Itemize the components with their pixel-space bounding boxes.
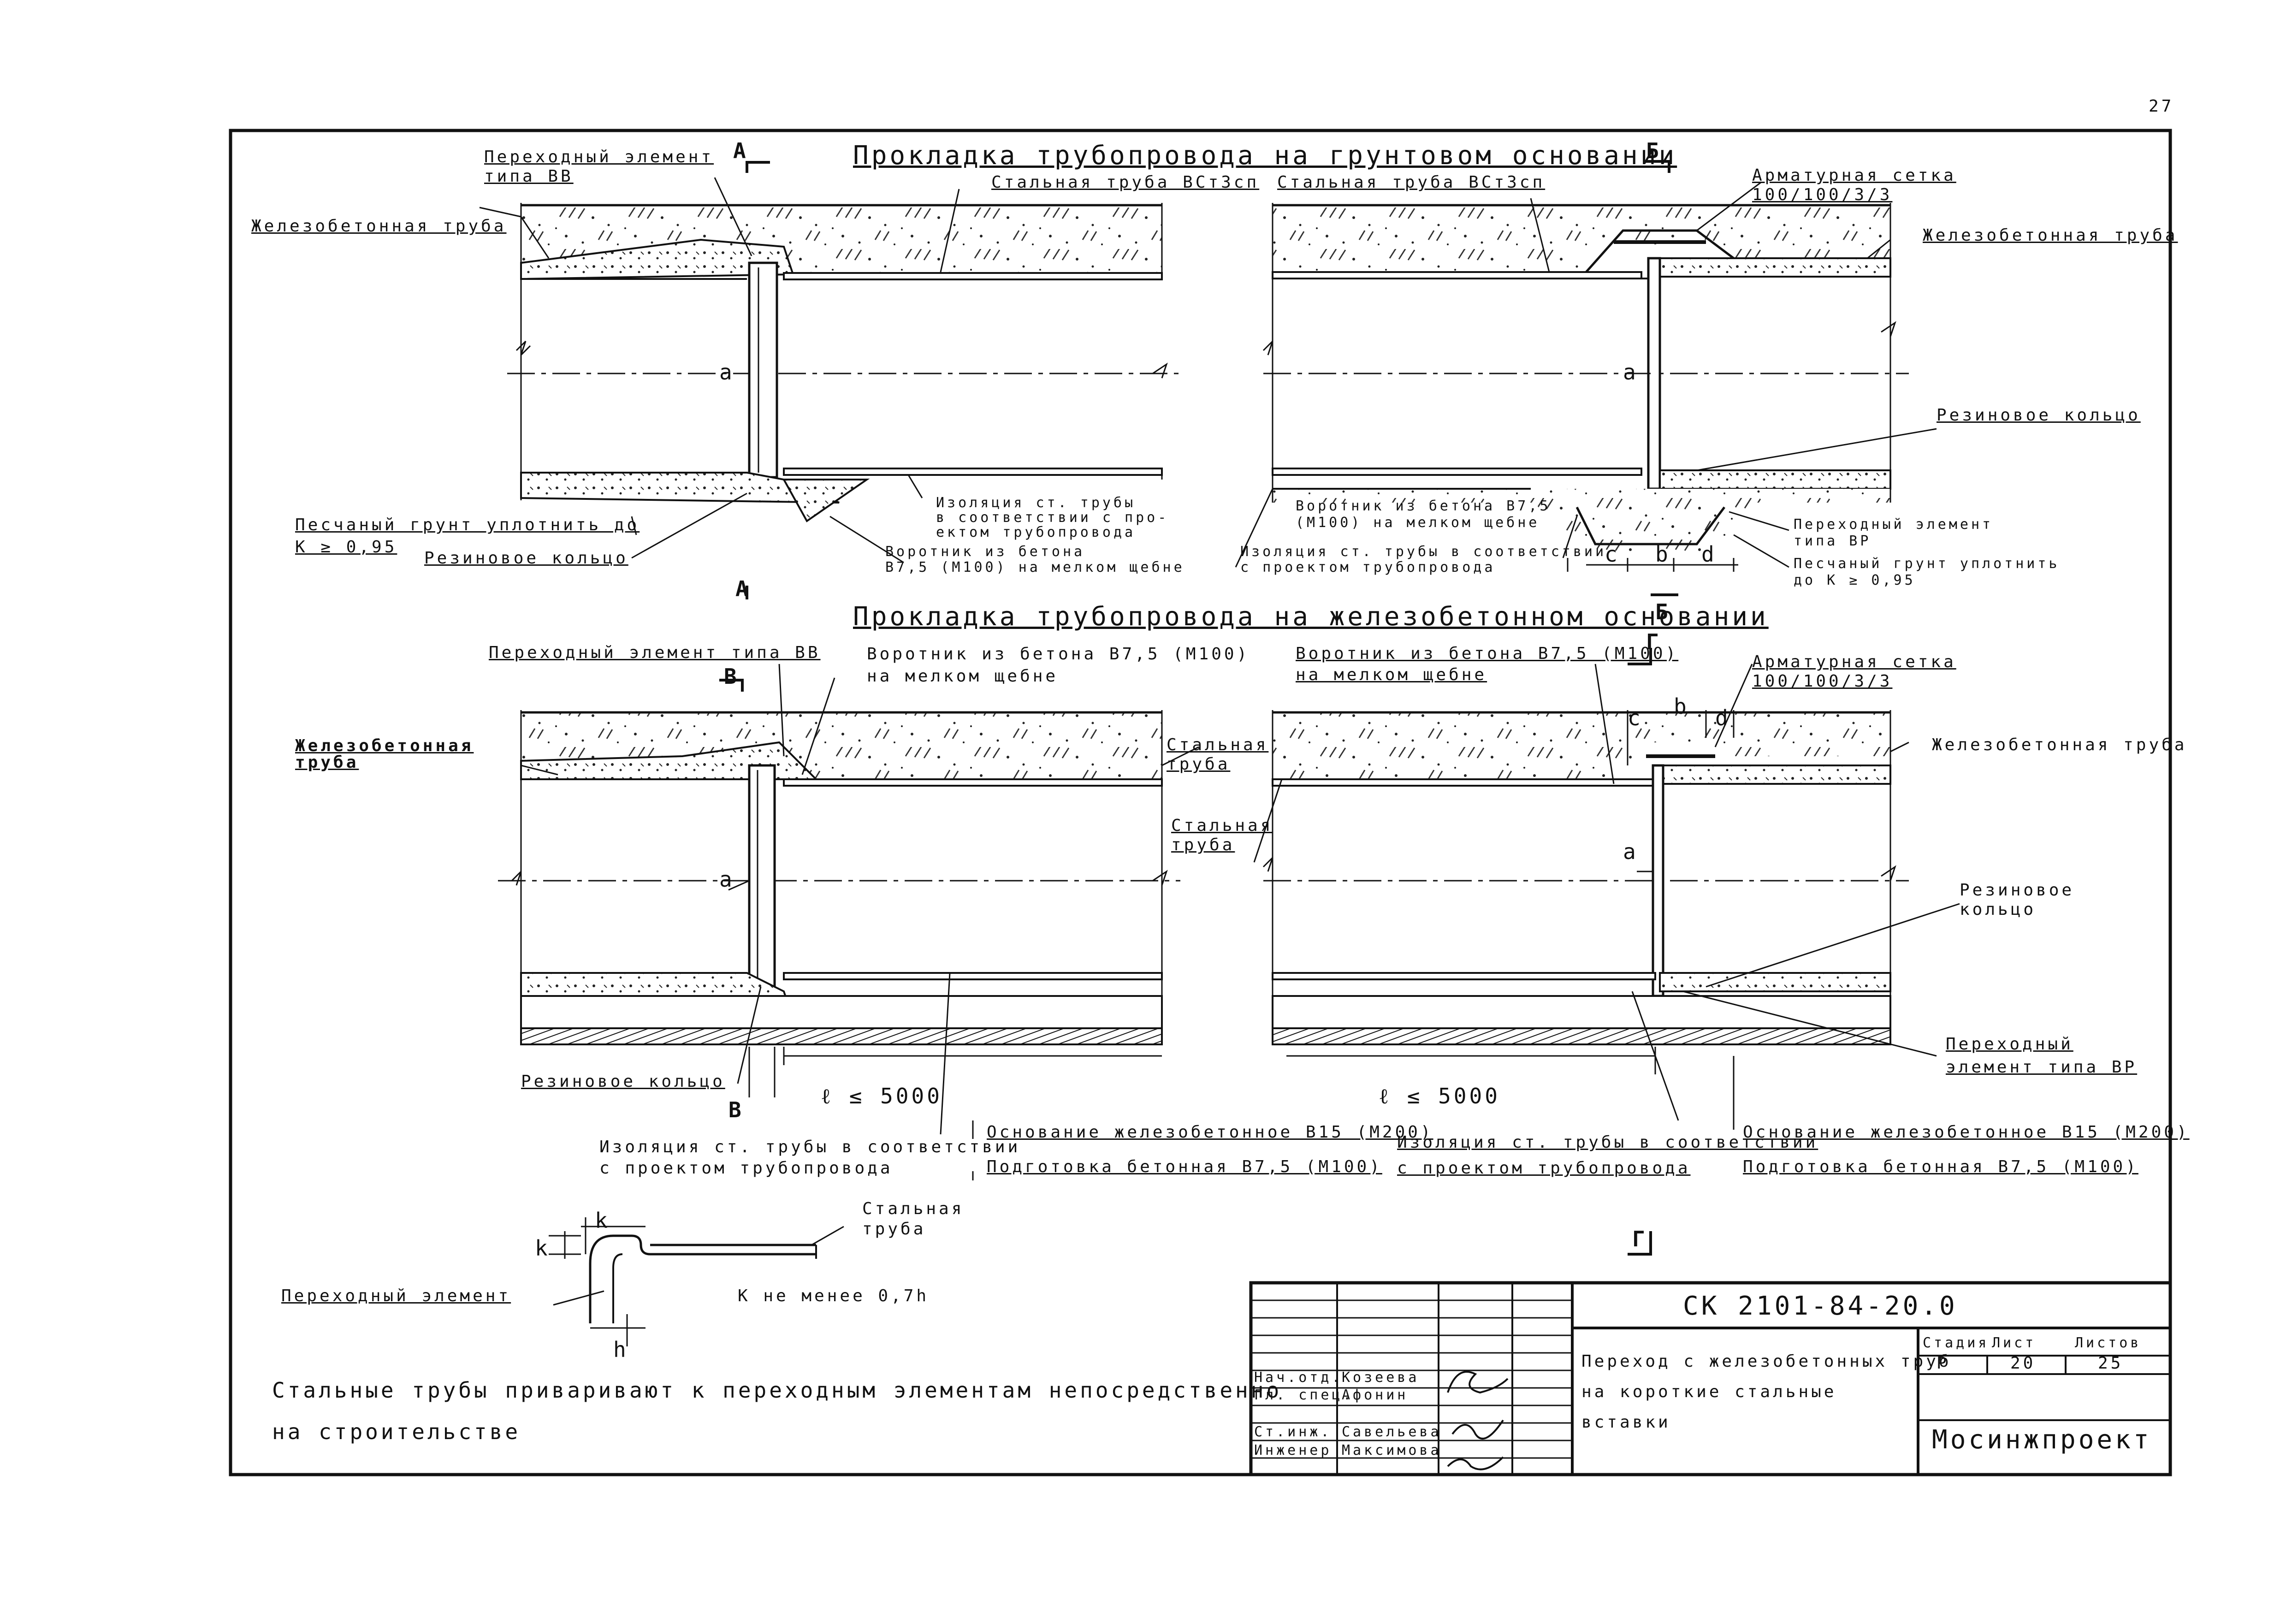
bl-rc-pipe: Железобетонная труба <box>295 736 474 772</box>
section-mark-b-bottom: Б <box>1655 599 1671 624</box>
bl-steel-pipe: Стальная труба <box>1167 735 1269 774</box>
bottom-left-section <box>498 664 1199 1180</box>
bl-insulation: Изоляция ст. трубы в соответствии с прое… <box>599 1138 1021 1178</box>
bottom-right-section <box>1253 648 1960 1256</box>
br-insulation: Изоляция ст. трубы в соответствии с прое… <box>1397 1133 1818 1178</box>
doc-title: Переход с железобетонных труб на коротки… <box>1581 1352 1952 1432</box>
tb-stage: Р <box>1937 1354 1949 1373</box>
tr-rubber-ring: Резиновое кольцо <box>1937 406 2141 425</box>
br-rubber-ring: Резиновое кольцо <box>1960 881 2075 919</box>
top-right-section <box>1235 160 1937 596</box>
tb-org: Мосинжпроект <box>1932 1425 2152 1455</box>
dim-a-bottom-left: a <box>719 867 735 892</box>
detail-k-top: k <box>595 1208 610 1233</box>
dim-b-bottom-right: b <box>1674 694 1689 719</box>
section-mark-a-top: А <box>733 138 749 163</box>
tr-transition-element: Переходный элемент типа ВР <box>1794 516 1994 549</box>
detail-steel-pipe: Стальная труба <box>862 1199 965 1239</box>
section-mark-a-bottom: А <box>735 576 751 601</box>
tr-steel-pipe: Стальная труба ВСт3сп <box>1277 173 1546 192</box>
bl-collar: Воротник из бетона В7,5 (М100) на мелком… <box>867 645 1250 686</box>
sig-name-2: Савельева <box>1342 1424 1442 1440</box>
tr-insulation: Изоляция ст. трубы в соответствии с прое… <box>1240 544 1607 575</box>
br-length: ℓ ≤ 5000 <box>1379 1084 1500 1108</box>
title-ground: Прокладка трубопровода на грунтовом осно… <box>853 141 1677 171</box>
tl-rubber-ring: Резиновое кольцо <box>424 549 628 568</box>
dim-d-bottom-right: d <box>1715 705 1731 730</box>
tb-header-sheets: Листов <box>2075 1335 2142 1351</box>
sig-name-1: Афонин <box>1342 1387 1409 1403</box>
tr-rc-pipe: Железобетонная труба <box>1923 226 2178 245</box>
bl-base: Основание железобетонное В15 (М200) <box>987 1123 1433 1142</box>
dim-a-bottom-right: a <box>1623 839 1639 864</box>
sig-name-3: Максимова <box>1342 1442 1442 1458</box>
tl-rc-pipe: Железобетонная труба <box>251 217 507 236</box>
tb-sheet: 20 <box>2010 1354 2036 1373</box>
sig-role-2: Ст.инж. <box>1254 1424 1332 1440</box>
title-concrete: Прокладка трубопровода на железобетонном… <box>853 602 1769 632</box>
tl-transition-element: Переходный элемент типа ВВ <box>484 148 714 186</box>
page-number: 27 <box>2149 97 2174 116</box>
signatures-marks <box>1447 1371 1509 1470</box>
sig-role-1: Гл. спец. <box>1254 1387 1354 1403</box>
bl-transition-element: Переходный элемент типа ВВ <box>489 643 821 662</box>
detail-rule: К не менее 0,7h <box>738 1286 930 1305</box>
dim-a-top-left: a <box>719 360 735 385</box>
detail-h: h <box>613 1337 629 1362</box>
dim-c-bottom-right: c <box>1628 705 1643 730</box>
tr-sand: Песчаный грунт уплотнить до К ≥ 0,95 <box>1794 556 2060 588</box>
title-block-grid <box>1249 1281 2172 1476</box>
detail-k-side: k <box>535 1236 551 1261</box>
dim-c-top-right: c <box>1605 542 1620 567</box>
bl-prep: Подготовка бетонная В7,5 (М100) <box>987 1157 1382 1176</box>
tr-collar: Воротник из бетона В7,5 (М100) на мелком… <box>1296 498 1551 531</box>
br-base: Основание железобетонное В15 (М200) <box>1743 1123 2190 1142</box>
tr-mesh: Арматурная сетка 100/100/3/3 <box>1752 166 1956 204</box>
frame <box>229 129 2172 1476</box>
note-text: Стальные трубы приваривают к переходным … <box>272 1378 1282 1444</box>
doc-code: СК 2101-84-20.0 <box>1683 1291 1958 1321</box>
bl-length: ℓ ≤ 5000 <box>821 1084 942 1108</box>
br-steel-pipe: Стальная труба <box>1171 816 1273 854</box>
dim-b-top-right: b <box>1655 542 1671 567</box>
br-mesh: Арматурная сетка 100/100/3/3 <box>1752 652 1956 691</box>
tl-sand: Песчаный грунт уплотнить до К ≥ 0,95 <box>295 516 640 557</box>
dim-a-top-right: a <box>1623 360 1639 385</box>
br-prep: Подготовка бетонная В7,5 (М100) <box>1743 1157 2138 1176</box>
tb-header-stage: Стадия <box>1923 1335 1990 1351</box>
br-rc-pipe: Железобетонная труба <box>1932 735 2187 754</box>
top-left-section <box>479 161 1180 599</box>
br-collar: Воротник из бетона В7,5 (М100) на мелком… <box>1296 644 1679 684</box>
sig-name-0: Козеева <box>1342 1369 1420 1386</box>
sig-role-0: Нач.отд. <box>1254 1369 1343 1386</box>
tl-steel-pipe: Стальная труба ВСт3сп <box>991 173 1260 192</box>
section-mark-g-bottom: Г <box>1632 1227 1648 1251</box>
tb-sheets: 25 <box>2098 1354 2124 1373</box>
br-transition-element: Переходный элемент типа ВР <box>1946 1035 2138 1077</box>
tl-insulation: Изоляция ст. трубы в соответствии с про-… <box>936 495 1169 540</box>
tb-header-sheet: Лист <box>1992 1335 2037 1351</box>
tl-collar: Воротник из бетона В7,5 (М100) на мелком… <box>885 544 1185 575</box>
detail-k-h <box>549 1217 844 1346</box>
sig-role-3: Инженер <box>1254 1442 1332 1458</box>
section-mark-g-top: Г <box>1646 629 1662 654</box>
detail-transition-element: Переходный элемент <box>281 1286 511 1305</box>
bl-rubber-ring: Резиновое кольцо <box>521 1072 725 1091</box>
section-mark-b-top: Б <box>1646 138 1662 163</box>
section-mark-v-bottom: В <box>728 1097 744 1122</box>
dim-d-top-right: d <box>1701 542 1717 567</box>
section-mark-v-top: В <box>724 664 740 689</box>
